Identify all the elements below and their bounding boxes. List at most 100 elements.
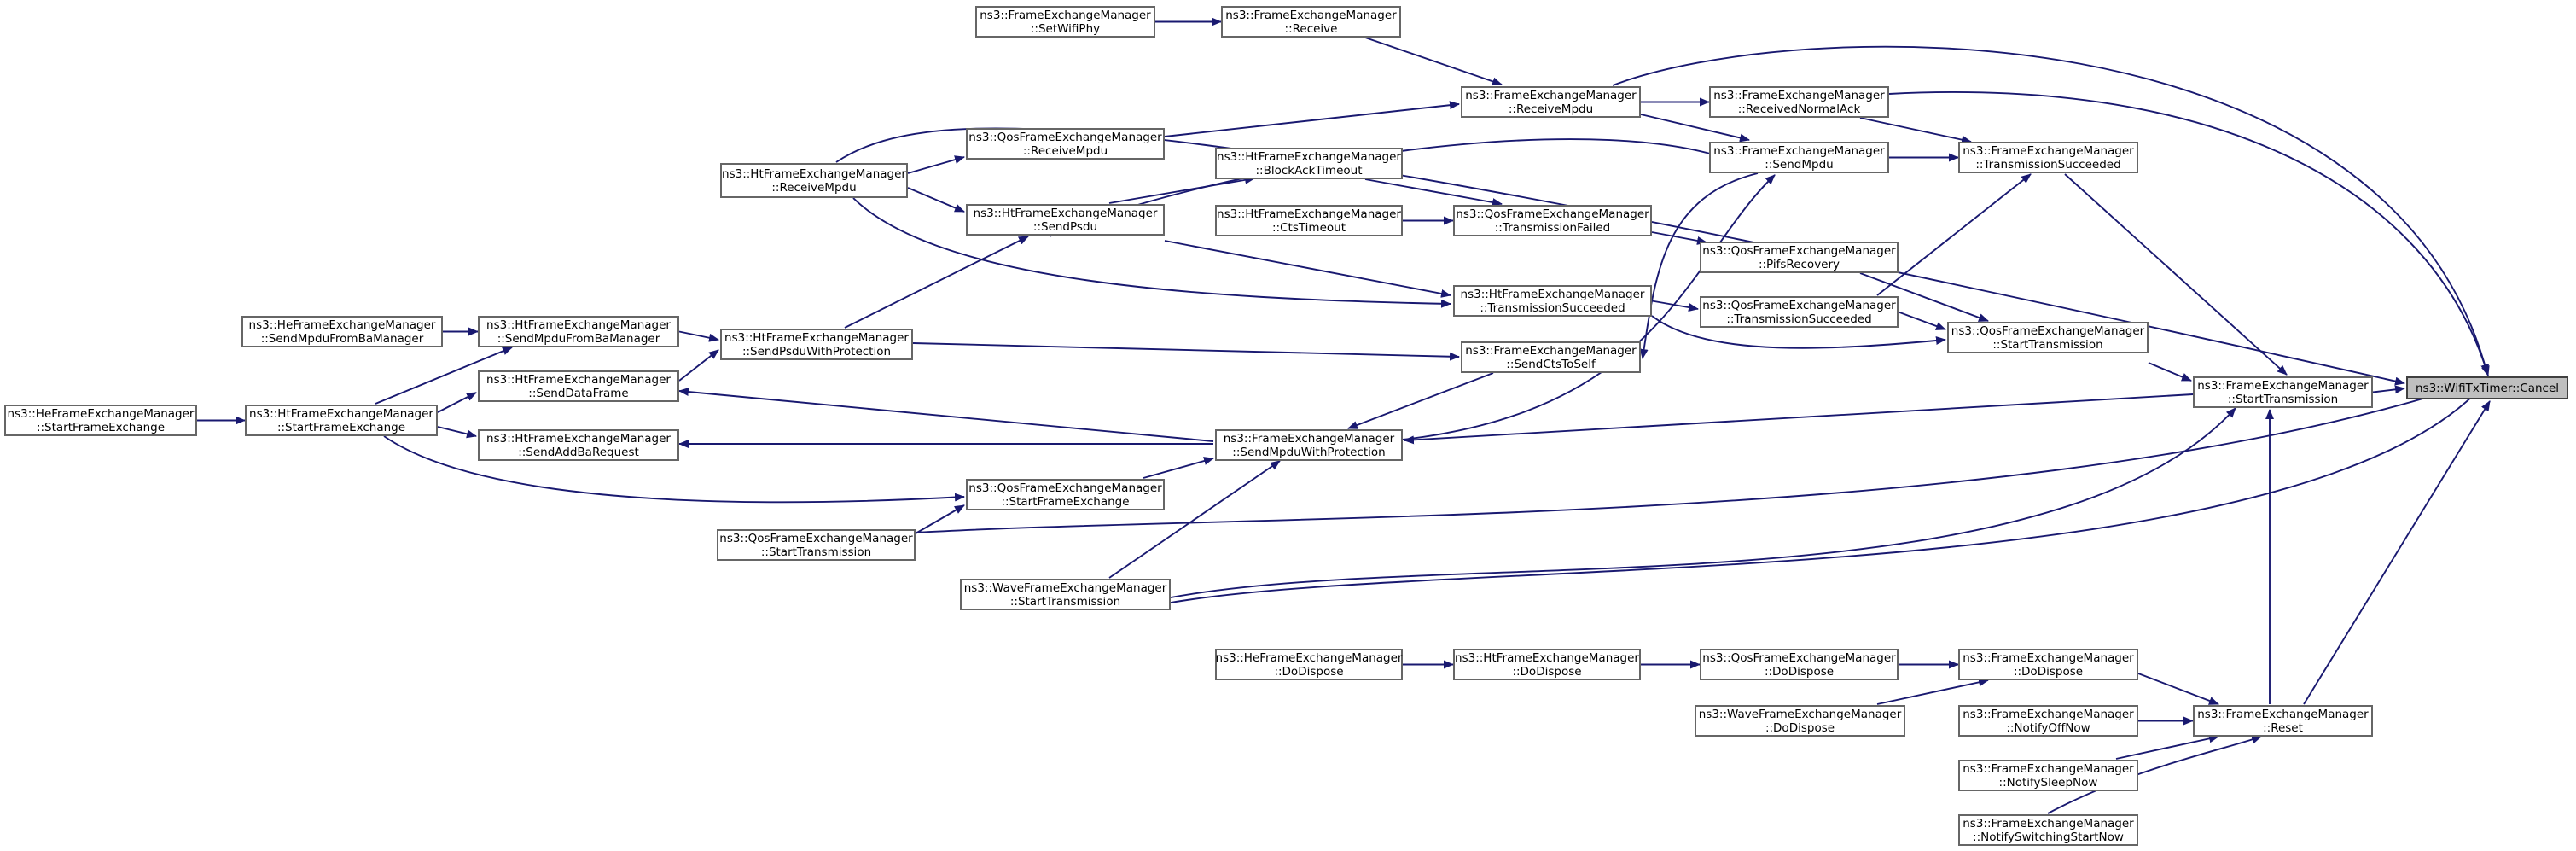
node-fem-receivednormalack[interactable]: ns3::FrameExchangeManager::ReceivedNorma…: [1709, 86, 1889, 118]
node-method-label: ::StartFrameExchange: [276, 420, 406, 434]
node-class-label: ns3::QosFrameExchangeManager: [719, 531, 913, 545]
node-ht-sendpsdu[interactable]: ns3::HtFrameExchangeManager::SendPsdu: [966, 204, 1165, 236]
edge-fem-starttransmission-to-root: [2372, 385, 2405, 394]
node-qos-starttransmission-b[interactable]: ns3::QosFrameExchangeManager::StartTrans…: [1947, 322, 2149, 353]
node-method-label: ::SendMpdu: [1765, 157, 1834, 172]
node-class-label: ns3::WifiTxTimer::Cancel: [2416, 381, 2559, 395]
node-root[interactable]: ns3::WifiTxTimer::Cancel: [2406, 376, 2568, 399]
node-class-label: ns3::FrameExchangeManager: [1465, 88, 1637, 102]
node-ht-sendpsduwithprotection[interactable]: ns3::HtFrameExchangeManager::SendPsduWit…: [720, 329, 913, 360]
node-class-label: ns3::HtFrameExchangeManager: [486, 318, 671, 332]
edge-ht-startframeexchange-to-ht-sendmpdufrombamanager: [375, 347, 513, 405]
node-method-label: ::SendMpduWithProtection: [1232, 445, 1386, 459]
node-fem-sendmpdu[interactable]: ns3::FrameExchangeManager::SendMpdu: [1709, 142, 1889, 173]
node-class-label: ns3::HtFrameExchangeManager: [724, 330, 909, 345]
node-method-label: ::SendPsdu: [1032, 219, 1098, 234]
node-fem-reset[interactable]: ns3::FrameExchangeManager::Reset: [2193, 705, 2373, 737]
node-wave-dodispose[interactable]: ns3::WaveFrameExchangeManager::DoDispose: [1695, 705, 1905, 737]
node-qos-dodispose[interactable]: ns3::QosFrameExchangeManager::DoDispose: [1700, 649, 1899, 680]
edge-receivednormalack-to-root: [1888, 91, 2490, 376]
node-method-label: ::Receive: [1284, 21, 1338, 36]
node-class-label: ns3::FrameExchangeManager: [1225, 8, 1397, 22]
edge-ht-receivempdu-to-ht-transmissionsucceeded: [852, 197, 1451, 308]
node-he-sendmpdufrombamanager[interactable]: ns3::HeFrameExchangeManager::SendMpduFro…: [241, 316, 443, 347]
node-ht-ctstimeout[interactable]: ns3::HtFrameExchangeManager::CtsTimeout: [1215, 205, 1403, 236]
edge-sendctstoself-to-fem-sendmpduwithprotection: [1347, 372, 1494, 429]
node-method-label: ::BlockAckTimeout: [1255, 163, 1363, 178]
node-method-label: ::DoDispose: [1765, 720, 1835, 735]
node-ht-sendmpdufrombamanager[interactable]: ns3::HtFrameExchangeManager::SendMpduFro…: [478, 316, 679, 347]
node-method-label: ::DoDispose: [1274, 664, 1344, 679]
node-class-label: ns3::HeFrameExchangeManager: [248, 318, 436, 332]
node-fem-sendmpduwithprotection[interactable]: ns3::FrameExchangeManager::SendMpduWithP…: [1215, 429, 1403, 461]
node-method-label: ::StartTransmission: [1992, 337, 2103, 352]
node-qos-pifsrecovery[interactable]: ns3::QosFrameExchangeManager::PifsRecove…: [1700, 242, 1899, 273]
node-he-dodispose[interactable]: ns3::HeFrameExchangeManager::DoDispose: [1215, 649, 1403, 680]
node-method-label: ::CtsTimeout: [1272, 220, 1346, 235]
node-method-label: ::DoDispose: [2013, 664, 2084, 679]
node-class-label: ns3::QosFrameExchangeManager: [968, 481, 1162, 495]
node-ht-sendaddbarequest[interactable]: ns3::HtFrameExchangeManager::SendAddBaRe…: [478, 429, 679, 461]
node-fem-dodispose[interactable]: ns3::FrameExchangeManager::DoDispose: [1958, 649, 2138, 680]
edge-ht-sendpsduwithprotection-to-ht-sendpsdu: [844, 236, 1029, 329]
edge-fem-transmissionsucceeded-to-fem-starttransmission: [2064, 173, 2288, 376]
node-method-label: ::NotifySleepNow: [1998, 775, 2098, 790]
node-qos-startframeexchange[interactable]: ns3::QosFrameExchangeManager::StartFrame…: [966, 479, 1165, 510]
edge-receivempdu-to-sendmpdu: [1640, 114, 1750, 143]
node-fem-notifyswitchingstartnow[interactable]: ns3::FrameExchangeManager::NotifySwitchi…: [1958, 814, 2138, 846]
node-wave-starttransmission[interactable]: ns3::WaveFrameExchangeManager::StartTran…: [960, 579, 1171, 610]
node-qos-transmissionfailed[interactable]: ns3::QosFrameExchangeManager::Transmissi…: [1453, 205, 1652, 236]
node-class-label: ns3::FrameExchangeManager: [1223, 431, 1395, 446]
node-class-label: ns3::FrameExchangeManager: [1713, 143, 1885, 158]
node-qos-transmissionsucceeded[interactable]: ns3::QosFrameExchangeManager::Transmissi…: [1700, 296, 1899, 328]
node-class-label: ns3::FrameExchangeManager: [2197, 707, 2369, 721]
edge-ht-sendpsdu-to-blockacktimeout: [1108, 175, 1255, 204]
node-class-label: ns3::FrameExchangeManager: [980, 8, 1151, 22]
node-method-label: ::StartFrameExchange: [1001, 494, 1130, 509]
node-ht-dodispose[interactable]: ns3::HtFrameExchangeManager::DoDispose: [1453, 649, 1641, 680]
node-ht-receivempdu[interactable]: ns3::HtFrameExchangeManager::ReceiveMpdu: [720, 163, 908, 198]
node-fem-notifysleepnow[interactable]: ns3::FrameExchangeManager::NotifySleepNo…: [1958, 760, 2138, 791]
node-method-label: ::TransmissionSucceeded: [1480, 300, 1625, 315]
node-class-label: ns3::QosFrameExchangeManager: [1456, 207, 1649, 221]
node-method-label: ::SetWifiPhy: [1030, 21, 1101, 36]
edge-ht-transmissionsucceeded-to-qos-transmissionsucceeded: [1651, 300, 1699, 312]
node-fem-receive[interactable]: ns3::FrameExchangeManager::Receive: [1221, 6, 1401, 38]
node-ht-blockacktimeout[interactable]: ns3::HtFrameExchangeManager::BlockAckTim…: [1215, 148, 1403, 179]
edge-fem-starttransmission-to-fem-sendmpduwithprotection: [1404, 393, 2194, 445]
edge-wave-starttransmission-to-fem-starttransmission: [1170, 407, 2236, 598]
node-ht-senddataframe[interactable]: ns3::HtFrameExchangeManager::SendDataFra…: [478, 370, 679, 402]
node-ht-startframeexchange[interactable]: ns3::HtFrameExchangeManager::StartFrameE…: [245, 405, 438, 436]
edge-qos-transmissionsucceeded-to-qos-starttransmission-b: [1898, 311, 1946, 330]
node-fem-sendctstoself[interactable]: ns3::FrameExchangeManager::SendCtsToSelf: [1461, 341, 1641, 373]
node-fem-transmissionsucceeded[interactable]: ns3::FrameExchangeManager::TransmissionS…: [1958, 142, 2138, 173]
edge-fem-sendmpduwithprotection-to-sendmpdu: [1402, 174, 1776, 440]
edge-qos-starttransmission-a-to-root: [915, 376, 2489, 533]
edge-receivempdu-to-root: [1612, 45, 2490, 375]
node-he-startframeexchange[interactable]: ns3::HeFrameExchangeManager::StartFrameE…: [4, 405, 197, 436]
edge-blockacktimeout-to-qos-transmissionfailed: [1364, 178, 1503, 207]
node-class-label: ns3::QosFrameExchangeManager: [968, 130, 1162, 144]
node-fem-notifyoffnow[interactable]: ns3::FrameExchangeManager::NotifyOffNow: [1958, 705, 2138, 737]
node-class-label: ns3::FrameExchangeManager: [1465, 343, 1637, 358]
node-ht-transmissionsucceeded[interactable]: ns3::HtFrameExchangeManager::Transmissio…: [1453, 285, 1652, 317]
node-method-label: ::SendMpduFromBaManager: [497, 331, 660, 346]
node-class-label: ns3::WaveFrameExchangeManager: [1698, 707, 1902, 721]
edge-ht-startframeexchange-to-ht-senddataframe: [437, 392, 477, 413]
edge-ht-sendmpdufrombamanager-to-ht-sendpsduwithprotection: [678, 330, 719, 342]
node-fem-setwifiphy[interactable]: ns3::FrameExchangeManager::SetWifiPhy: [975, 6, 1155, 38]
node-fem-starttransmission[interactable]: ns3::FrameExchangeManager::StartTransmis…: [2193, 376, 2373, 408]
node-fem-receivempdu[interactable]: ns3::FrameExchangeManager::ReceiveMpdu: [1461, 86, 1641, 118]
edge-fem-reset-to-root: [2303, 400, 2491, 705]
node-method-label: ::TransmissionFailed: [1494, 220, 1611, 235]
node-method-label: ::PifsRecovery: [1758, 257, 1840, 271]
node-class-label: ns3::HtFrameExchangeManager: [1217, 149, 1401, 164]
node-class-label: ns3::FrameExchangeManager: [1963, 650, 2134, 665]
node-method-label: ::DoDispose: [1764, 664, 1835, 679]
node-class-label: ns3::HtFrameExchangeManager: [249, 406, 433, 421]
node-class-label: ns3::WaveFrameExchangeManager: [963, 580, 1167, 595]
edge-qos-receivempdu-to-fem-receivempdu: [1164, 101, 1460, 137]
node-qos-starttransmission-a[interactable]: ns3::QosFrameExchangeManager::StartTrans…: [717, 529, 916, 561]
edge-fem-sendmpduwithprotection-to-ht-senddataframe: [678, 388, 1214, 442]
node-qos-receivempdu[interactable]: ns3::QosFrameExchangeManager::ReceiveMpd…: [966, 128, 1165, 160]
